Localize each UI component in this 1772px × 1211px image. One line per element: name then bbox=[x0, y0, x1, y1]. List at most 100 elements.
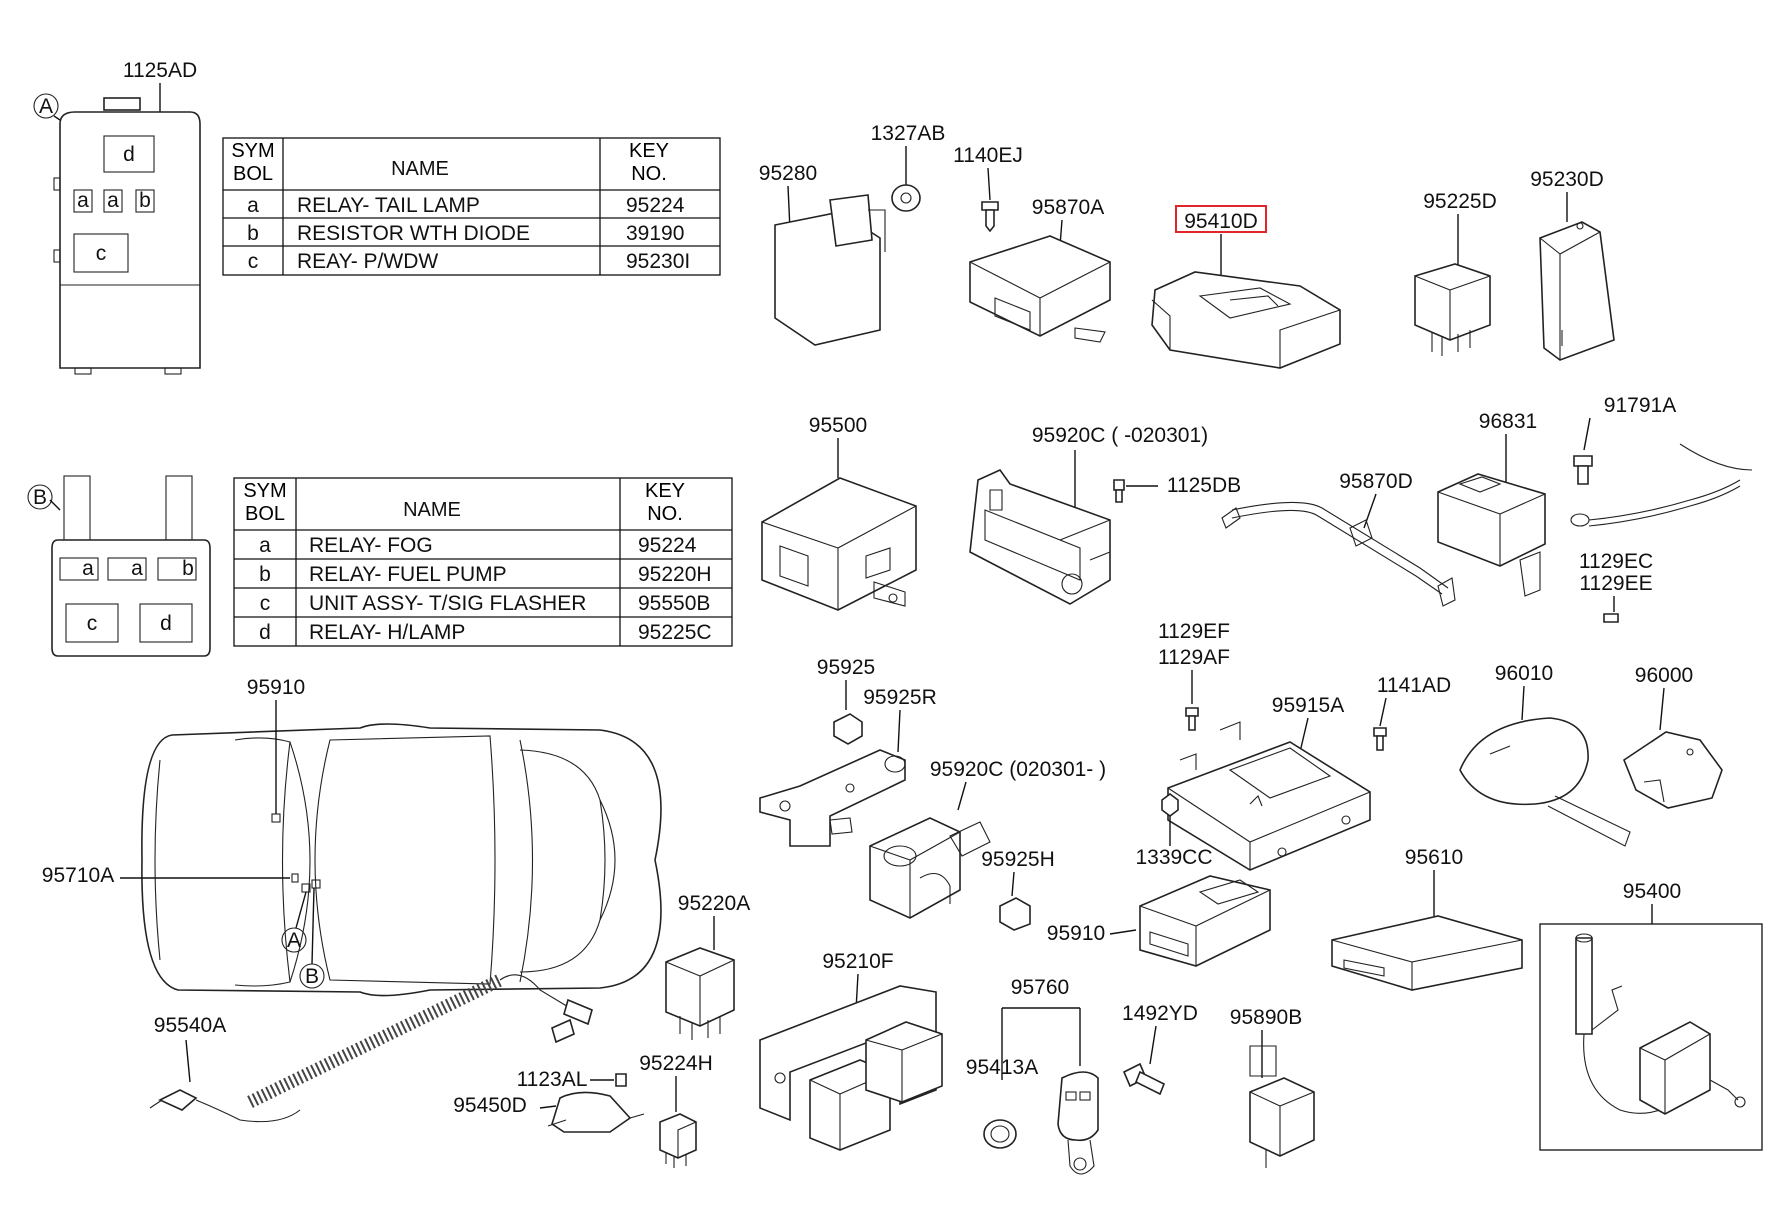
part-95225D[interactable]: 95225D bbox=[1414, 190, 1497, 356]
part-label: 95220A bbox=[678, 892, 750, 915]
part-95450D[interactable]: 95450D bbox=[453, 1091, 645, 1133]
part-1141AD[interactable]: 1141AD bbox=[1373, 674, 1451, 751]
part-label: 96831 bbox=[1479, 410, 1537, 433]
part-label: 95915A bbox=[1272, 694, 1344, 717]
part-95925R[interactable]: 95925R bbox=[759, 686, 937, 847]
part-label: 1339CC bbox=[1135, 846, 1212, 869]
part-label-1129ef: 1129EF bbox=[1158, 620, 1230, 643]
part-label: 95920C (020301- ) bbox=[930, 758, 1106, 781]
part-label: 95890B bbox=[1230, 1006, 1302, 1029]
table-b-row-key: 95224 bbox=[638, 534, 697, 557]
highlight-box bbox=[1175, 205, 1267, 233]
part-label: 1123AL bbox=[517, 1068, 588, 1091]
part-label: 1125DB bbox=[1167, 474, 1241, 497]
part-95610[interactable]: 95610 bbox=[1331, 846, 1523, 991]
part-1492YD[interactable]: 1492YD bbox=[1122, 1002, 1198, 1096]
part-1327AB[interactable]: 1327AB bbox=[871, 122, 946, 212]
box-b-slot-b: b bbox=[182, 557, 194, 580]
car-outline bbox=[141, 723, 662, 997]
part-95280[interactable]: 95280 bbox=[759, 162, 886, 346]
part-label: 95870A bbox=[1032, 196, 1104, 219]
table-a-row-name: RELAY- TAIL LAMP bbox=[297, 194, 480, 217]
part-label: 95610 bbox=[1405, 846, 1463, 869]
table-b-row-sym: b bbox=[259, 563, 271, 586]
part-95870A[interactable]: 95870A bbox=[969, 196, 1111, 343]
part-95413A[interactable]: 95413A bbox=[966, 1056, 1038, 1149]
table-b-row-sym: d bbox=[259, 621, 271, 644]
part-1129EF-1129AF[interactable]: 1129EF 1129AF bbox=[1158, 620, 1230, 731]
table-b-row-name: RELAY- FOG bbox=[309, 534, 433, 557]
part-95910-sensor[interactable]: 95910 bbox=[247, 676, 305, 823]
table-a-row-key: 39190 bbox=[626, 222, 684, 245]
relay-box-b-marker: B bbox=[33, 486, 47, 509]
part-1125DB[interactable]: 1125DB bbox=[1113, 474, 1241, 503]
part-label-1129ee: 1129EE bbox=[1579, 572, 1652, 595]
part-96831[interactable]: 96831 bbox=[1437, 410, 1546, 597]
part-label: 95925R bbox=[863, 686, 937, 709]
part-95920C-late[interactable]: 95920C (020301- ) bbox=[869, 758, 1106, 919]
part-95910[interactable]: 95910 bbox=[1047, 875, 1271, 967]
table-a-header-key: KEY NO. bbox=[628, 140, 670, 185]
table-a-row-key: 95230I bbox=[626, 250, 690, 273]
table-a-row-sym: b bbox=[247, 222, 259, 245]
car-marker-a: A bbox=[281, 891, 307, 953]
table-b-header-name: NAME bbox=[403, 499, 461, 521]
box-b-slot-d: d bbox=[160, 612, 172, 635]
part-96010[interactable]: 96010 bbox=[1459, 662, 1631, 847]
part-label: 95925 bbox=[817, 656, 875, 679]
part-95220A[interactable]: 95220A bbox=[665, 892, 750, 1040]
part-label: 95450D bbox=[453, 1094, 527, 1117]
part-label: 95925H bbox=[981, 848, 1055, 871]
legend-table-a: SYM BOL NAME KEY NO. a RELAY- TAIL LAMP … bbox=[222, 137, 721, 276]
part-95925[interactable]: 95925 bbox=[817, 656, 875, 745]
part-91791A[interactable]: 91791A bbox=[1570, 394, 1753, 527]
part-1129EC-1129EE[interactable]: 1129EC 1129EE bbox=[1579, 550, 1653, 623]
part-label: 95280 bbox=[759, 162, 817, 185]
part-95210F[interactable]: 95210F bbox=[759, 950, 943, 1151]
part-95540A[interactable]: 95540A bbox=[149, 974, 593, 1123]
table-b-row-name: RELAY- FUEL PUMP bbox=[309, 563, 507, 586]
part-1339CC[interactable]: 1339CC bbox=[1135, 793, 1213, 869]
marker-a-label: A bbox=[287, 929, 301, 952]
part-1140EJ[interactable]: 1140EJ bbox=[953, 144, 1023, 233]
car-marker-b: B bbox=[299, 887, 325, 989]
table-b-row-sym: a bbox=[259, 534, 271, 557]
part-96000[interactable]: 96000 bbox=[1623, 664, 1723, 809]
part-95870D[interactable]: 95870D bbox=[1221, 470, 1456, 607]
table-a-row-name: REAY- P/WDW bbox=[297, 250, 438, 273]
part-95760[interactable]: 95760 bbox=[1001, 976, 1099, 1175]
part-label: 91791A bbox=[1604, 394, 1676, 417]
table-a-header-name: NAME bbox=[391, 158, 449, 180]
part-95920C-early[interactable]: 95920C ( -020301) bbox=[969, 424, 1208, 605]
part-1123AL[interactable]: 1123AL bbox=[517, 1068, 627, 1091]
part-95915A[interactable]: 95915A bbox=[1167, 694, 1371, 871]
part-label: 95225D bbox=[1423, 190, 1497, 213]
part-95400[interactable]: 95400 bbox=[1539, 880, 1763, 1151]
box-a-slot-d: d bbox=[123, 143, 135, 166]
table-b-row-sym: c bbox=[260, 592, 271, 615]
part-label: 1141AD bbox=[1377, 674, 1451, 697]
relay-box-a-marker: A bbox=[39, 95, 53, 118]
table-b-row-key: 95550B bbox=[638, 592, 710, 615]
part-95410D[interactable]: 95410D bbox=[1151, 205, 1341, 369]
part-label: 95760 bbox=[1011, 976, 1069, 999]
part-95400-frame bbox=[1539, 923, 1763, 1151]
part-label-1129af: 1129AF bbox=[1158, 646, 1230, 669]
part-95224H[interactable]: 95224H bbox=[639, 1052, 713, 1168]
table-a-row-name: RESISTOR WTH DIODE bbox=[297, 222, 530, 245]
part-95890B[interactable]: 95890B bbox=[1230, 1006, 1315, 1168]
part-label: 96000 bbox=[1635, 664, 1693, 687]
box-b-slot-a2: a bbox=[131, 557, 143, 580]
part-95230D[interactable]: 95230D bbox=[1530, 168, 1615, 361]
relay-box-b: B a a b c d bbox=[27, 475, 211, 657]
part-95925H[interactable]: 95925H bbox=[981, 848, 1055, 931]
part-label: 95400 bbox=[1623, 880, 1681, 903]
part-label: 95410D bbox=[1184, 210, 1258, 233]
part-95710A[interactable]: 95710A bbox=[42, 864, 321, 893]
part-label: 95230D bbox=[1530, 168, 1604, 191]
part-label: 95224H bbox=[639, 1052, 713, 1075]
part-95500[interactable]: 95500 bbox=[761, 414, 917, 611]
table-b-row-key: 95220H bbox=[638, 563, 712, 586]
box-a-slot-a1: a bbox=[77, 189, 89, 212]
table-a-row-key: 95224 bbox=[626, 194, 685, 217]
